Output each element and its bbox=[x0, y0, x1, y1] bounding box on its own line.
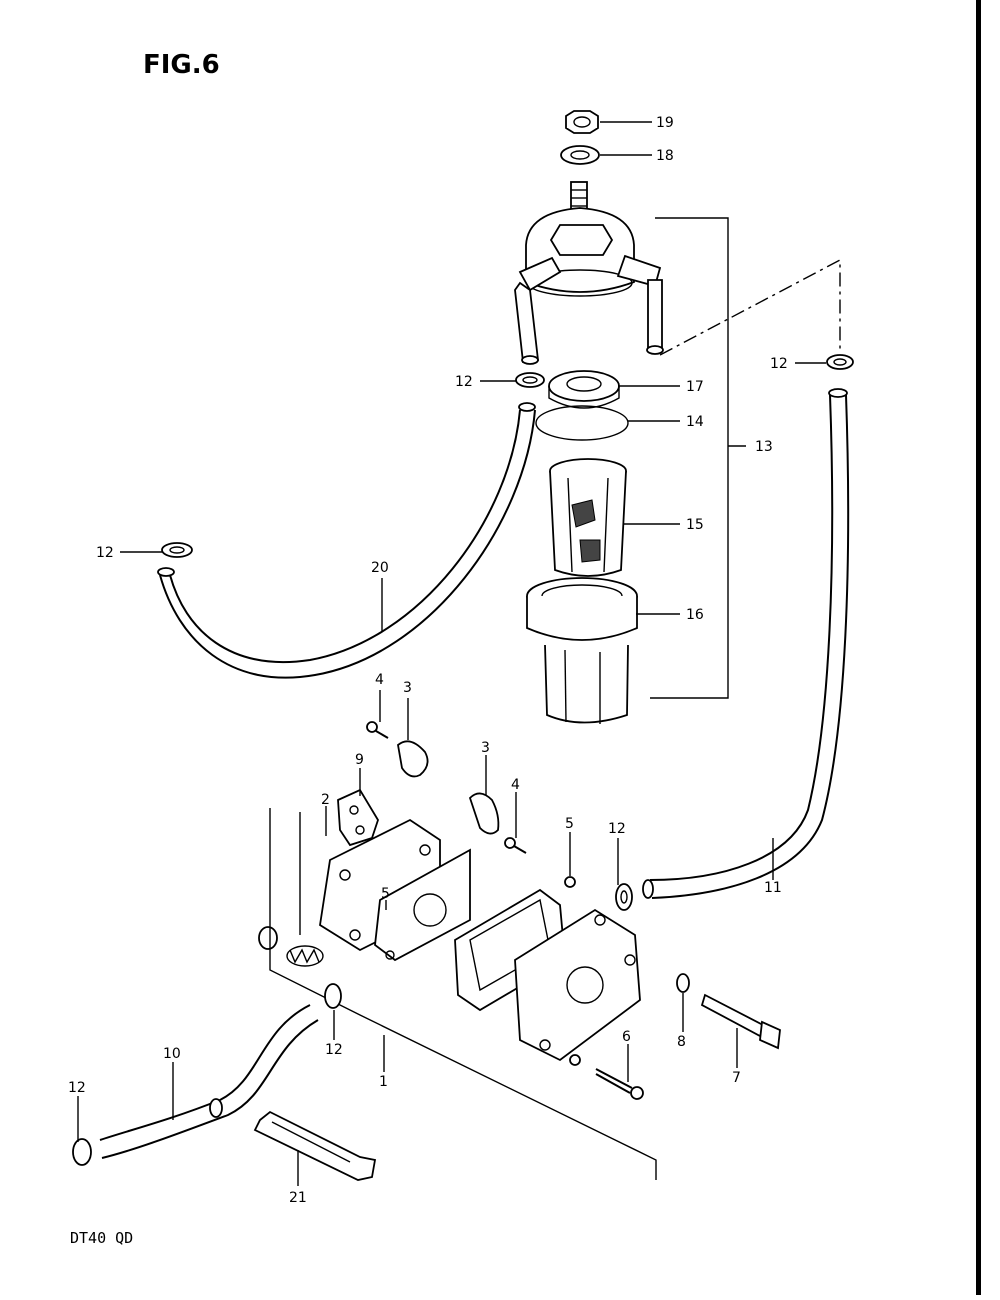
valve-3-left bbox=[397, 740, 429, 778]
bolt-7 bbox=[700, 993, 781, 1050]
hose-10 bbox=[99, 1004, 319, 1159]
clip-12-filter-left bbox=[515, 372, 545, 388]
bracket-1 bbox=[269, 808, 657, 1180]
callout-7: 7 bbox=[732, 1070, 741, 1086]
callout-17: 17 bbox=[686, 379, 704, 395]
clip-12-filter-right bbox=[826, 354, 854, 370]
callout-9: 9 bbox=[355, 752, 364, 768]
hose-11 bbox=[642, 388, 850, 899]
washer-8 bbox=[676, 973, 690, 993]
callout-12-filter-left: 12 bbox=[455, 374, 473, 390]
o-ring-14 bbox=[535, 405, 629, 441]
callout-12-hose20: 12 bbox=[96, 545, 114, 561]
callout-21: 21 bbox=[289, 1190, 307, 1206]
clip-12-hose10-top bbox=[324, 983, 342, 1009]
valve-3-right bbox=[468, 792, 500, 835]
nut-19 bbox=[565, 110, 599, 134]
callout-4-right: 4 bbox=[511, 777, 520, 793]
callout-20: 20 bbox=[371, 560, 389, 576]
assembly-connection-line bbox=[659, 258, 841, 356]
washer-18 bbox=[560, 145, 600, 165]
callout-12-hose10-top: 12 bbox=[325, 1042, 343, 1058]
callout-6: 6 bbox=[622, 1029, 631, 1045]
callout-18: 18 bbox=[656, 148, 674, 164]
gasket-17 bbox=[548, 370, 620, 409]
callout-12-hose10-bottom: 12 bbox=[68, 1080, 86, 1096]
pump-body-center bbox=[374, 848, 471, 962]
callout-8: 8 bbox=[677, 1034, 686, 1050]
nut-under-cover bbox=[569, 1054, 581, 1066]
clip-12-hose10-bottom bbox=[72, 1138, 92, 1166]
filter-cap-13 bbox=[514, 181, 664, 365]
callout-3-left: 3 bbox=[403, 680, 412, 696]
callout-12-hose11: 12 bbox=[608, 821, 626, 837]
plate-21 bbox=[253, 1110, 377, 1181]
page-border bbox=[976, 0, 981, 1295]
filter-element-15 bbox=[549, 458, 627, 577]
callout-labels: 19 18 12 17 14 13 15 16 12 12 20 4 3 9 2… bbox=[68, 115, 788, 1206]
figure-title: FIG.6 bbox=[143, 50, 220, 80]
model-code: DT40 QD bbox=[70, 1229, 133, 1247]
screw-4-left bbox=[366, 721, 389, 739]
bracket-13 bbox=[650, 217, 729, 699]
callout-5-left: 5 bbox=[381, 886, 390, 902]
leader-lines bbox=[77, 121, 826, 1186]
callout-1: 1 bbox=[379, 1074, 388, 1090]
callout-19: 19 bbox=[656, 115, 674, 131]
callout-3-right: 3 bbox=[481, 740, 490, 756]
screw-6 bbox=[595, 1068, 644, 1100]
callout-15: 15 bbox=[686, 517, 704, 533]
nut-5-right bbox=[564, 876, 576, 888]
callout-12-filter-right: 12 bbox=[770, 356, 788, 372]
filter-cup-16 bbox=[526, 577, 638, 724]
callout-16: 16 bbox=[686, 607, 704, 623]
screw-4-right bbox=[504, 837, 527, 854]
o-ring-pump bbox=[258, 926, 278, 950]
callout-2: 2 bbox=[321, 792, 330, 808]
callout-13: 13 bbox=[755, 439, 773, 455]
callout-11: 11 bbox=[764, 880, 782, 896]
callout-10: 10 bbox=[163, 1046, 181, 1062]
spring bbox=[286, 945, 324, 967]
callout-5-right: 5 bbox=[565, 816, 574, 832]
callout-14: 14 bbox=[686, 414, 704, 430]
gasket-9 bbox=[337, 788, 379, 847]
callout-4-left: 4 bbox=[375, 672, 384, 688]
clip-12-hose20 bbox=[161, 542, 193, 558]
clip-12-hose11 bbox=[615, 883, 633, 911]
pump-cover bbox=[514, 908, 641, 1062]
hose-20 bbox=[157, 402, 536, 679]
